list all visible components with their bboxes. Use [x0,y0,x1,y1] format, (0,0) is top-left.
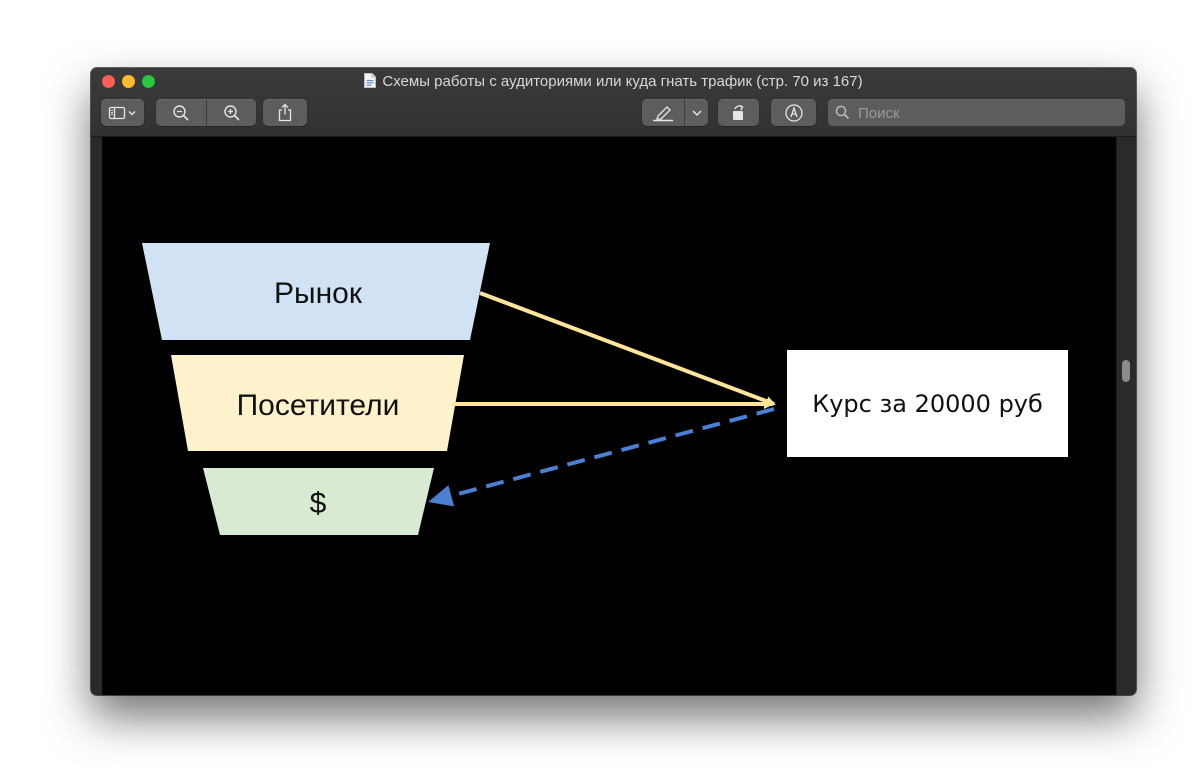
zoom-out-icon [172,104,190,122]
highlight-control [642,99,708,126]
arrow-course-to-revenue [428,407,775,507]
share-icon [277,103,293,122]
highlighter-icon [652,104,674,122]
zoom-in-icon [223,104,241,122]
search-icon [835,105,850,125]
segment-divider [684,99,685,126]
funnel-label-market: Рынок [274,277,363,310]
funnel-segment-visitors [171,355,464,451]
chevron-down-icon [691,108,703,118]
window-title-area: Схемы работы с аудиториями или куда гнат… [91,73,1136,91]
rotate-icon [729,103,749,123]
funnel-label-revenue: $ [310,487,327,520]
arrow-market-to-course [479,291,776,406]
share-button[interactable] [263,99,307,126]
rotate-button[interactable] [718,99,759,126]
markup-button[interactable] [771,99,816,126]
preview-window: Схемы работы с аудиториями или куда гнат… [91,68,1136,695]
window-title: Схемы работы с аудиториями или куда гнат… [382,73,863,90]
minimize-window-button[interactable] [122,75,135,88]
document-page: Рынок Посетители $ Курс за 20000 руб [102,137,1116,695]
highlight-button[interactable] [642,99,684,126]
funnel-segment-market [142,243,490,340]
zoom-out-button[interactable] [156,99,206,126]
zoom-window-button[interactable] [142,75,155,88]
sidebar-toggle-button[interactable] [101,99,144,126]
course-offer-label: Курс за 20000 руб [812,389,1043,418]
funnel-segment-revenue [203,468,434,535]
zoom-in-button[interactable] [207,99,256,126]
close-window-button[interactable] [102,75,115,88]
segment-divider [206,99,207,126]
vertical-scrollbar[interactable] [1116,137,1136,695]
search-input[interactable] [856,102,1120,125]
left-gutter [91,137,102,695]
course-offer-box: Курс за 20000 руб [787,350,1068,457]
markup-icon [784,103,804,123]
funnel-diagram: Рынок Посетители $ [142,243,776,535]
sidebar-icon [108,105,138,121]
pdf-document-icon [364,73,377,93]
highlight-options-button[interactable] [685,99,708,126]
funnel-label-visitors: Посетители [237,389,400,422]
zoom-control [156,99,256,126]
titlebar: Схемы работы с аудиториями или куда гнат… [91,68,1136,137]
search-field[interactable] [828,99,1125,126]
scrollbar-thumb[interactable] [1122,360,1130,382]
